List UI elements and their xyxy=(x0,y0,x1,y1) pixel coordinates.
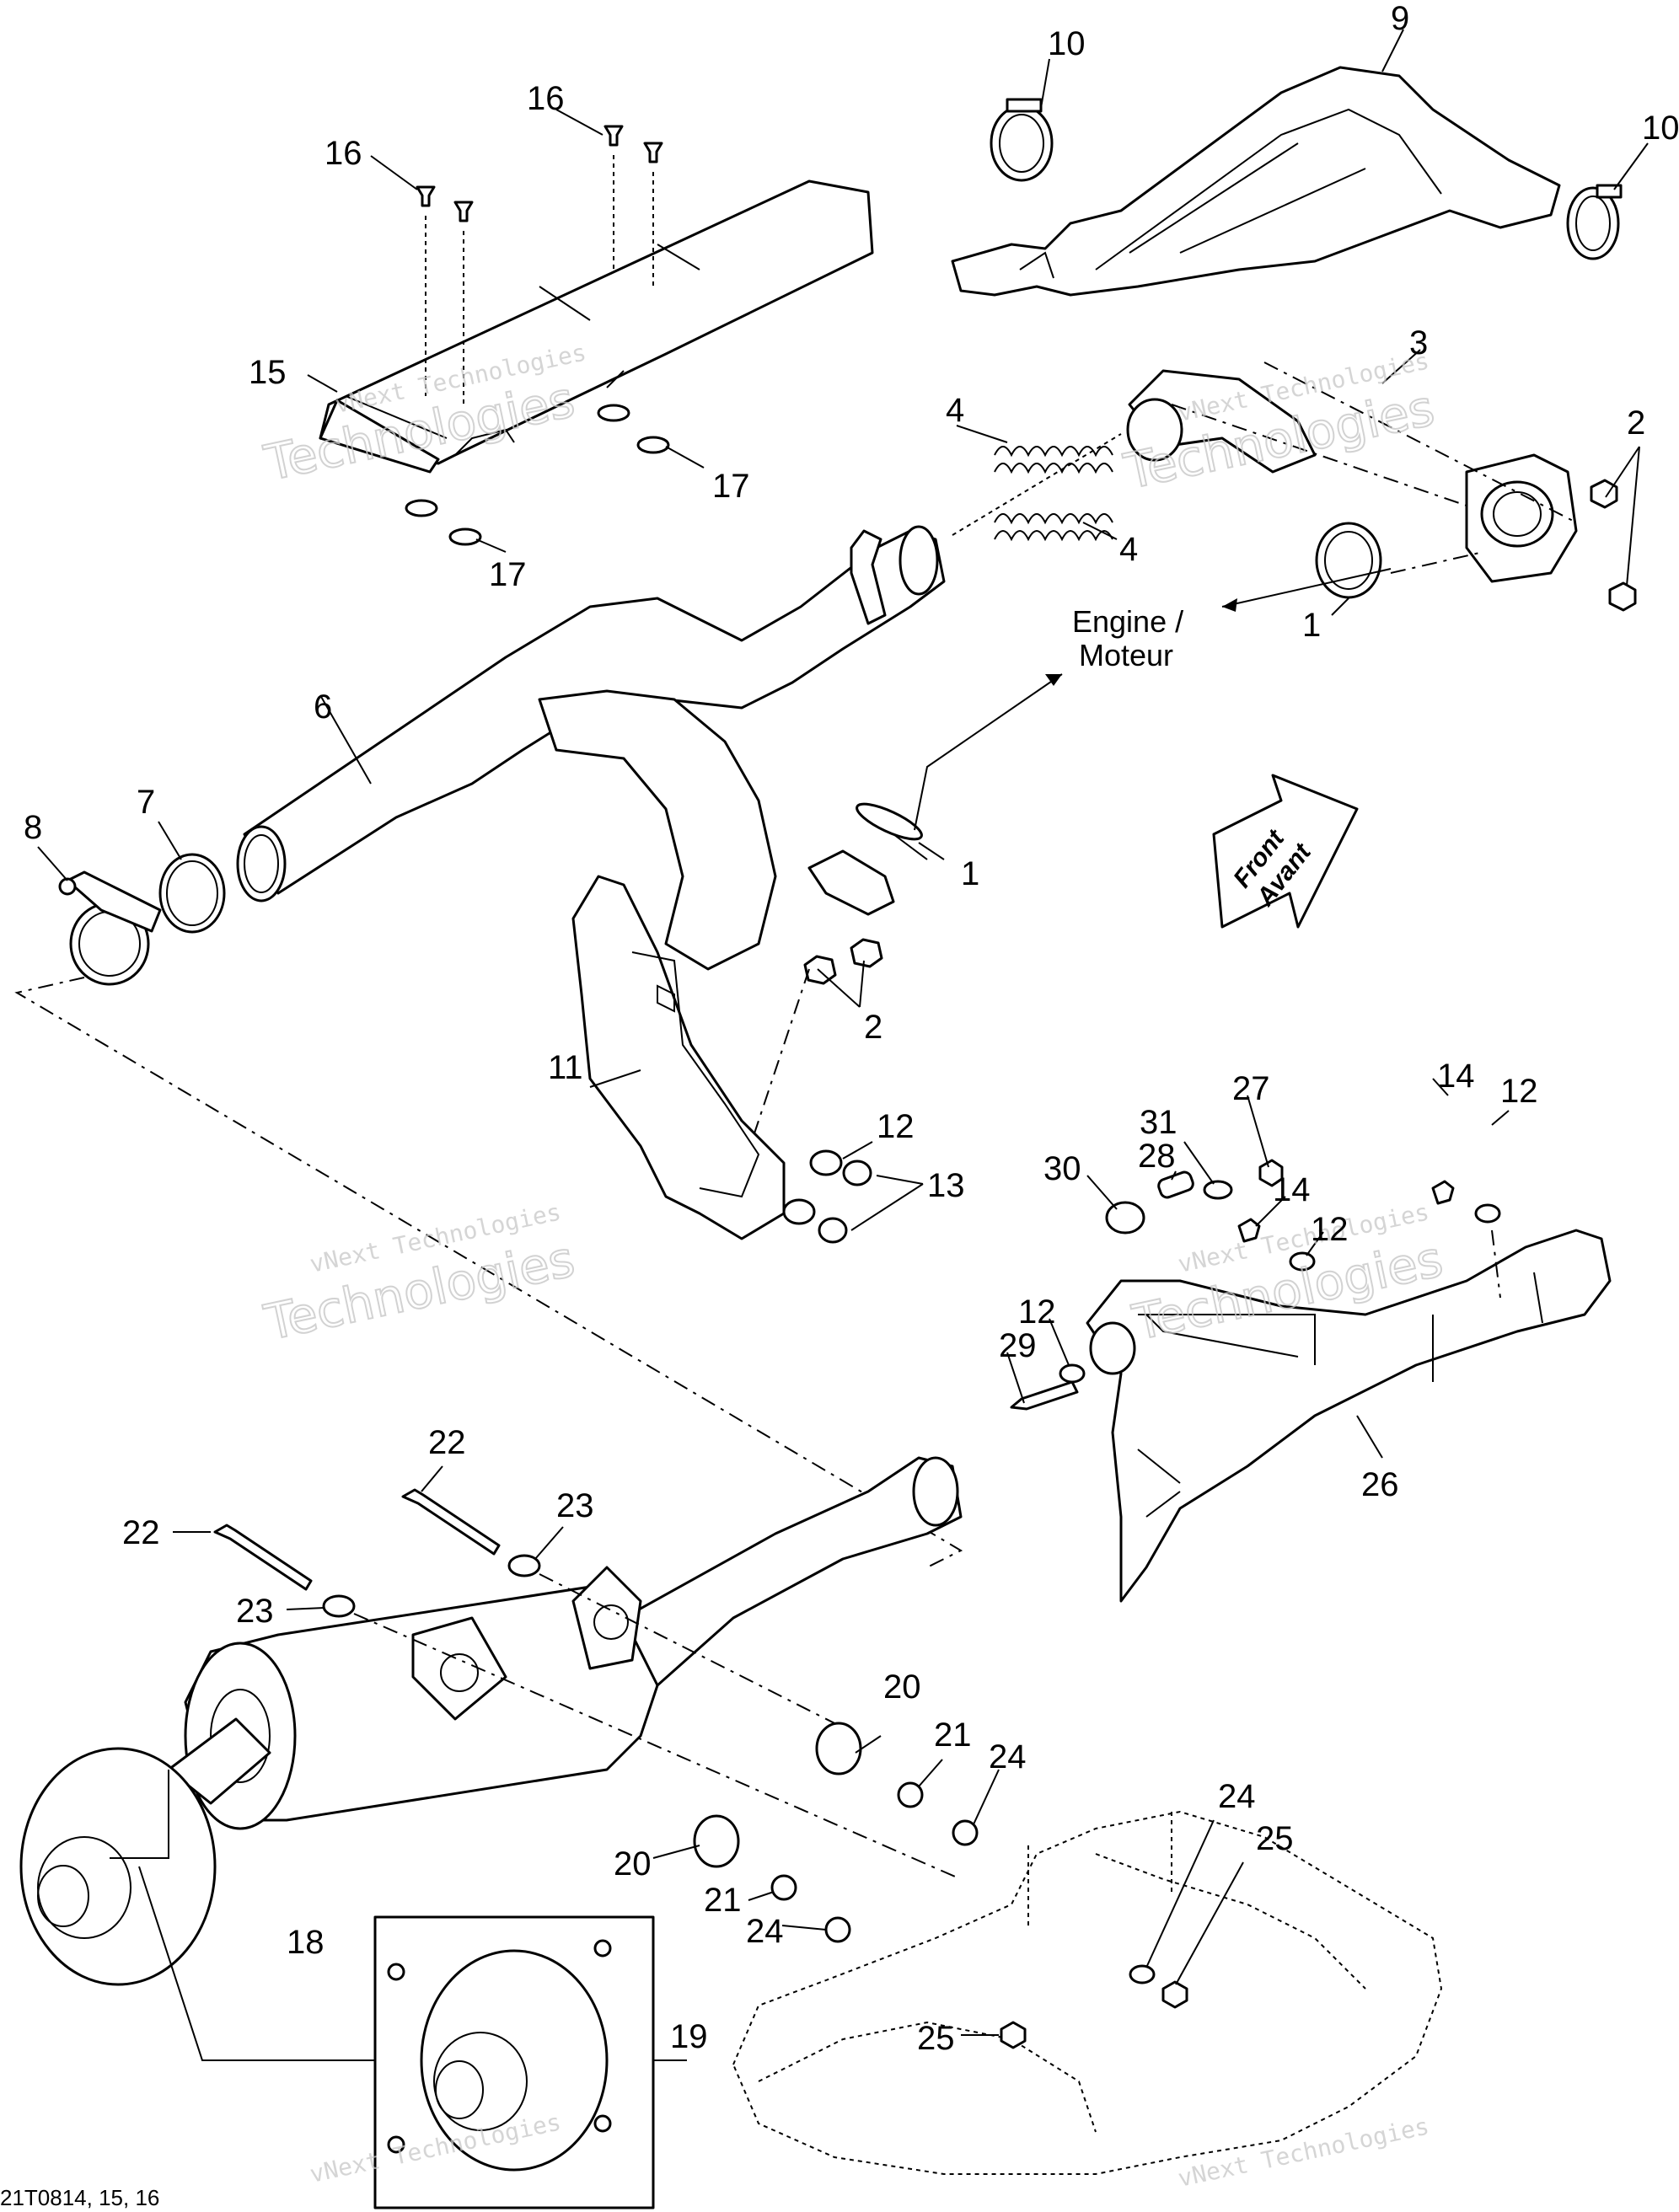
callout-21: 21 xyxy=(934,1717,972,1754)
callout-21: 21 xyxy=(704,1882,742,1919)
callout-20: 20 xyxy=(883,1668,921,1706)
callout-2: 2 xyxy=(1627,404,1645,442)
end-cap-18 xyxy=(19,1747,217,1986)
callout-17: 17 xyxy=(489,556,527,593)
gasket-1-lower xyxy=(856,802,945,860)
hardware-27-31 xyxy=(1010,1159,1501,1411)
callout-28: 28 xyxy=(1138,1138,1176,1175)
nuts-2-lower xyxy=(741,938,883,1172)
assembly-line-main xyxy=(14,977,963,1568)
washers-nuts-12-13 xyxy=(782,1149,872,1244)
watermark-6: vNext Technologies xyxy=(1176,2112,1432,2192)
push-rivets-16 xyxy=(416,125,663,404)
heat-shield-9 xyxy=(951,66,1561,297)
callout-10: 10 xyxy=(1048,25,1086,62)
callout-20: 20 xyxy=(614,1845,652,1883)
callout-11: 11 xyxy=(548,1049,583,1086)
reference-code: 21T0814, 15, 16 xyxy=(0,2185,159,2210)
bolts-22-washers-23 xyxy=(213,1488,962,1880)
callout-25: 25 xyxy=(1256,1820,1294,1857)
callout-19: 19 xyxy=(670,2018,708,2055)
callout-23: 23 xyxy=(556,1487,594,1524)
nuts-2-top xyxy=(1590,479,1637,612)
callout-2: 2 xyxy=(864,1009,882,1046)
kit-box-19 xyxy=(373,1915,655,2209)
frame-dotted xyxy=(732,1810,1443,2175)
callout-15: 15 xyxy=(249,354,287,391)
callout-numbers: 1 1 2 2 2 3 4 4 6 7 8 9 10 10 11 12 12 1… xyxy=(24,0,1679,2057)
grommets-20-spacers-21-washers-24 xyxy=(693,1722,979,1943)
engine-label-line1: Engine / xyxy=(1072,604,1183,639)
callout-4: 4 xyxy=(946,392,964,429)
engine-arrows xyxy=(914,568,1392,831)
callout-22: 22 xyxy=(122,1514,160,1551)
washers-17 xyxy=(405,404,670,546)
sleeve-7 xyxy=(158,853,226,934)
springs-4 xyxy=(952,433,1122,542)
clamp-8 xyxy=(58,870,162,986)
clamp-10-right xyxy=(1566,184,1623,260)
callout-16: 16 xyxy=(527,80,565,117)
callout-13: 13 xyxy=(927,1167,965,1204)
callout-25: 25 xyxy=(917,2020,955,2057)
callout-22: 22 xyxy=(428,1424,466,1461)
callout-24: 24 xyxy=(989,1738,1027,1775)
callout-3: 3 xyxy=(1409,324,1428,362)
callout-1: 1 xyxy=(1302,607,1321,644)
callout-4: 4 xyxy=(1119,531,1138,568)
callout-24: 24 xyxy=(1218,1778,1256,1815)
callout-26: 26 xyxy=(1361,1466,1399,1503)
callout-6: 6 xyxy=(314,688,332,726)
callout-10: 10 xyxy=(1642,110,1679,147)
callout-8: 8 xyxy=(24,809,42,846)
callout-16: 16 xyxy=(325,135,362,172)
callout-23: 23 xyxy=(236,1593,274,1630)
callout-12: 12 xyxy=(1018,1293,1056,1331)
engine-label-line2: Moteur xyxy=(1079,638,1173,672)
callout-27: 27 xyxy=(1232,1070,1270,1107)
callout-12: 12 xyxy=(1311,1211,1349,1248)
callout-17: 17 xyxy=(712,468,750,505)
leader-lines xyxy=(37,29,1649,2061)
callout-9: 9 xyxy=(1391,0,1409,37)
callout-1: 1 xyxy=(961,855,979,892)
callout-29: 29 xyxy=(999,1327,1037,1364)
callout-30: 30 xyxy=(1043,1150,1081,1187)
manifold-3 xyxy=(1126,362,1578,583)
callout-12: 12 xyxy=(1500,1073,1538,1110)
heat-shield-15 xyxy=(319,179,874,474)
callout-12: 12 xyxy=(877,1108,915,1145)
callout-31: 31 xyxy=(1140,1104,1177,1141)
muffler-18 xyxy=(167,1456,963,1830)
y-pipe-6 xyxy=(236,525,946,971)
callout-24: 24 xyxy=(746,1913,784,1950)
callout-14: 14 xyxy=(1273,1171,1311,1208)
gasket-1-top xyxy=(1315,522,1484,599)
callout-14: 14 xyxy=(1437,1058,1475,1095)
clamp-10-left xyxy=(990,98,1054,182)
heat-shield-26 xyxy=(1086,1229,1612,1603)
callout-18: 18 xyxy=(287,1924,325,1961)
callout-7: 7 xyxy=(137,784,155,821)
front-arrow xyxy=(1212,774,1359,929)
